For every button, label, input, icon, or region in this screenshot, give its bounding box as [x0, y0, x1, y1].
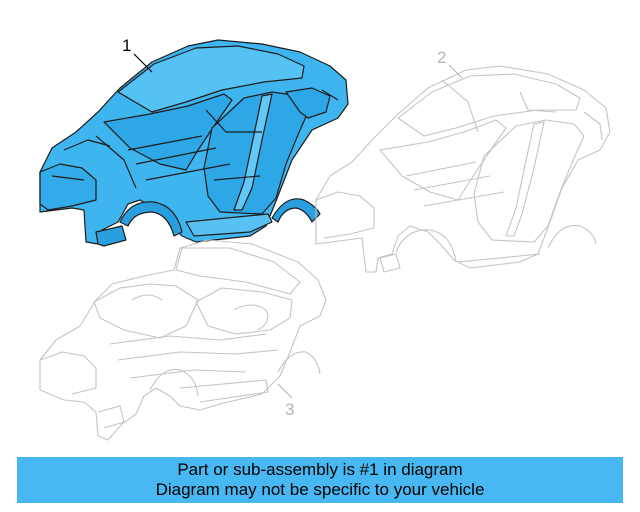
convertible-frame-part-3[interactable] — [39, 239, 327, 441]
body-shell-part-2[interactable] — [315, 65, 611, 273]
parts-diagram — [39, 39, 611, 441]
body-shell-part-1[interactable] — [39, 39, 349, 247]
leader-line-3 — [277, 383, 293, 399]
callout-label-3: 3 — [285, 400, 295, 419]
leader-line-2 — [448, 64, 463, 79]
leader-line-1 — [133, 53, 153, 73]
callout-label-1: 1 — [122, 36, 132, 55]
banner-line-1: Part or sub-assembly is #1 in diagram — [177, 460, 463, 479]
banner-line-2: Diagram may not be specific to your vehi… — [155, 480, 485, 499]
callout-label-2: 2 — [437, 48, 447, 67]
info-banner: Part or sub-assembly is #1 in diagram Di… — [17, 457, 623, 503]
